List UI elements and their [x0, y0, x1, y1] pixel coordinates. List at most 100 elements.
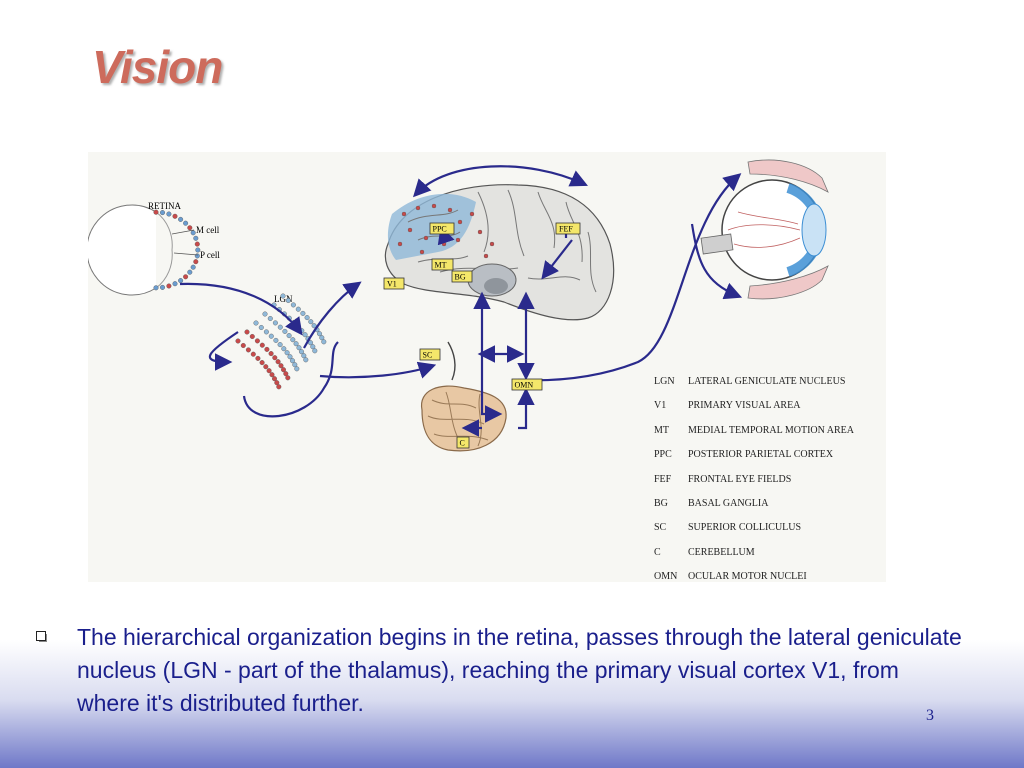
lgn-cell — [280, 367, 286, 373]
ppc-dot — [447, 207, 453, 213]
lgn-cell — [250, 351, 256, 357]
lgn-cell — [240, 342, 246, 348]
lgn-cell — [235, 338, 241, 344]
retina-cell — [187, 269, 193, 275]
legend-abbr: PPC — [654, 449, 672, 461]
p-cell-pointer — [173, 252, 199, 256]
v1-tag: V1 — [387, 280, 397, 289]
retina-cell — [159, 210, 165, 216]
lgn-cell — [300, 310, 306, 316]
legend-row: PPC POSTERIOR PARIETAL CORTEX — [654, 449, 886, 473]
ppc-tag-box — [429, 222, 455, 235]
m-cell-pointer — [171, 229, 195, 235]
ppc-dot — [489, 241, 495, 247]
lgn-cell — [273, 337, 279, 343]
ppc-dot — [407, 227, 413, 233]
lgn-cell — [275, 359, 281, 365]
retina-cell — [194, 253, 200, 259]
lgn-cell — [271, 376, 277, 382]
sc-tag: SC — [423, 351, 433, 360]
legend-name: PRIMARY VISUAL AREA — [688, 400, 801, 412]
omn-tag-box — [511, 378, 543, 391]
sc-tag-box — [419, 348, 441, 361]
lgn-cell — [285, 297, 291, 303]
lgn-cell — [278, 363, 284, 369]
retina-cell — [195, 247, 201, 253]
retina-cell — [172, 281, 178, 287]
retina-cell — [193, 259, 199, 265]
slide-title: Vision — [92, 41, 223, 93]
v1-tag-box — [383, 277, 405, 290]
region-tags: PPC FEF MT BG V1 SC OMN C — [383, 222, 581, 449]
retina-cell — [183, 274, 189, 280]
lgn-cell — [290, 337, 296, 343]
lgn-cell — [253, 320, 259, 326]
lgn-cell — [274, 380, 280, 386]
lgn-cell — [298, 349, 304, 355]
lgn-cell — [303, 357, 309, 363]
lgn-cell — [304, 315, 310, 321]
lgn-cell — [316, 331, 322, 337]
lgn-cell — [289, 358, 295, 364]
lgn-cell — [301, 353, 307, 359]
legend-name: POSTERIOR PARIETAL CORTEX — [688, 449, 834, 461]
lgn-cell — [319, 335, 325, 341]
lgn-cell — [263, 364, 269, 370]
lgn-cell — [254, 338, 260, 344]
lgn-cell — [277, 342, 283, 348]
retina-label: RETINA — [148, 201, 181, 211]
lgn-cell — [259, 342, 265, 348]
legend-abbr: BG — [654, 497, 668, 509]
lgn-cell — [312, 348, 318, 354]
legend-name: OCULAR MOTOR NUCLEI — [688, 571, 807, 582]
lgn-cell — [282, 328, 288, 334]
bg-tag-box — [451, 270, 473, 283]
lgn-cell — [296, 345, 302, 351]
lgn-cell — [268, 333, 274, 339]
legend-abbr: FEF — [654, 473, 672, 485]
checkbox-bullet-icon — [36, 631, 47, 642]
lgn-cell — [276, 384, 282, 390]
lgn-cell — [280, 293, 286, 299]
lgn-cell — [308, 319, 314, 325]
ppc-dot — [419, 249, 425, 255]
lgn-cell — [255, 355, 261, 361]
lgn-cell — [321, 339, 327, 345]
legend-abbr: V1 — [654, 400, 667, 412]
retina-cell — [178, 216, 184, 222]
lgn-cell — [281, 346, 287, 352]
legend-abbr: C — [654, 546, 661, 558]
lgn-cell — [283, 371, 289, 377]
lgn-cell — [266, 368, 272, 374]
lgn-cell — [285, 375, 291, 381]
lgn-cell — [272, 355, 278, 361]
retina-cell — [194, 241, 200, 247]
legend-abbr: MT — [654, 424, 669, 436]
retina-cell — [190, 230, 196, 236]
ppc-dot — [477, 229, 483, 235]
lgn-cell — [272, 320, 278, 326]
retina-cell — [166, 211, 172, 217]
lgn-cell — [311, 323, 317, 329]
retina-drawing — [88, 204, 201, 296]
lgn-cell — [310, 344, 316, 350]
legend-name: MEDIAL TEMPORAL MOTION AREA — [688, 424, 855, 436]
legend-name: FRONTAL EYE FIELDS — [688, 473, 792, 485]
mt-tag-box — [431, 258, 454, 271]
ppc-dot — [469, 211, 475, 217]
legend-abbr: SC — [654, 522, 667, 534]
ppc-dot — [441, 241, 447, 247]
legend-row: V1 PRIMARY VISUAL AREA — [654, 400, 886, 424]
pathway-arrows — [179, 165, 743, 437]
lgn-cell — [244, 329, 250, 335]
ppc-tag: PPC — [433, 225, 447, 234]
diagram-canvas: RETINA M cell P cell LGN — [88, 159, 829, 452]
lgn-cell — [264, 346, 270, 352]
cerebellum-drawing — [420, 341, 507, 452]
m-cell-label: M cell — [196, 225, 220, 235]
lgn-cell — [287, 354, 293, 360]
